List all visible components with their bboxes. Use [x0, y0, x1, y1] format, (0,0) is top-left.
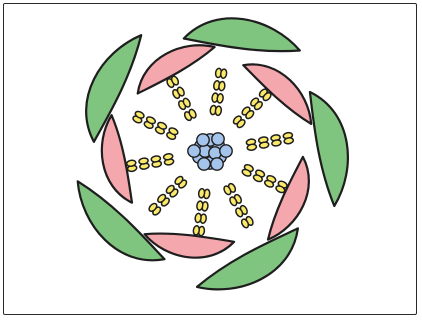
stamen [258, 136, 269, 148]
stamen [198, 188, 210, 199]
stamen [166, 127, 179, 141]
carpel [198, 158, 210, 170]
petal [268, 157, 309, 240]
carpel [209, 147, 221, 159]
stamen [193, 225, 205, 236]
stamen [154, 121, 167, 135]
stamen [156, 193, 170, 207]
stamen [249, 97, 263, 111]
carpel [197, 134, 209, 146]
stamen [177, 97, 191, 110]
stamen [151, 155, 162, 167]
stamen [143, 116, 156, 130]
stamen [126, 160, 137, 172]
stamen [283, 132, 294, 144]
stamen [223, 182, 237, 195]
stamen [174, 175, 188, 189]
stamen [163, 153, 174, 165]
stamen [241, 106, 255, 120]
carpel [212, 133, 224, 145]
stamen [241, 163, 254, 177]
carpel-cluster [188, 133, 232, 170]
stamen [215, 68, 227, 79]
stamen [139, 157, 150, 169]
stamen [271, 134, 282, 146]
stamen [171, 86, 185, 99]
stamen [234, 205, 248, 218]
stamen [252, 169, 265, 183]
stamen [229, 193, 243, 206]
stamen [183, 108, 197, 121]
stamen [148, 202, 162, 216]
stamen [165, 184, 179, 198]
stamen [246, 138, 257, 150]
petal [102, 115, 132, 203]
carpel [211, 158, 223, 170]
petal [138, 45, 215, 93]
sepal [310, 92, 348, 206]
stamen [196, 201, 208, 212]
carpel [220, 145, 232, 157]
stamen [264, 174, 277, 188]
stamen [132, 110, 145, 124]
stamen [213, 80, 225, 91]
stamen [212, 93, 224, 104]
carpel [188, 145, 200, 157]
stamen [240, 216, 254, 229]
stamen [210, 105, 222, 116]
stamen [232, 115, 246, 129]
stamen [195, 213, 207, 224]
